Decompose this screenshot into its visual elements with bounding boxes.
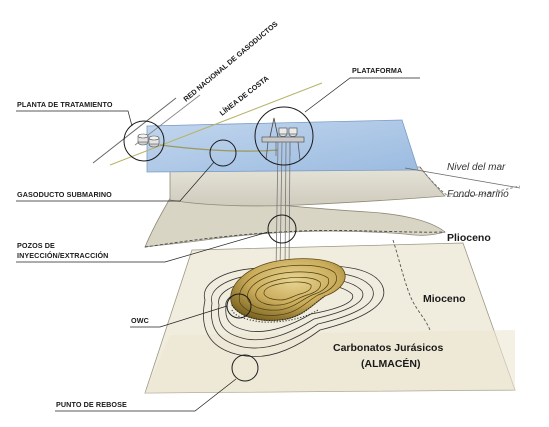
- treatment-plant: [137, 133, 160, 148]
- coastline: [109, 82, 323, 166]
- dome-contours: [238, 264, 337, 316]
- callout-circle-platform: [254, 106, 314, 166]
- dome-base-dotted: [231, 295, 326, 322]
- label-fondo-marino: Fondo marino: [447, 189, 509, 200]
- label-mioceno: Mioceno: [423, 293, 466, 305]
- label-nivel-mar: Nivel del mar: [447, 162, 506, 173]
- wells: [275, 141, 291, 273]
- callout-circle-wells: [267, 214, 297, 244]
- callout-circle-rebose: [231, 354, 259, 382]
- label-plioceno: Plioceno: [447, 232, 491, 244]
- mioceno-boundary-dashed: [392, 239, 431, 331]
- label-almacen: (ALMACÉN): [361, 357, 421, 370]
- leader-owc: [130, 305, 228, 328]
- label-carbonatos: Carbonatos Jurásicos: [333, 342, 443, 354]
- subsea-pipeline: [159, 144, 279, 152]
- label-rebose: PUNTO DE REBOSE: [56, 400, 127, 409]
- plioceno-layer: [144, 194, 446, 248]
- label-owc: OWC: [131, 316, 149, 325]
- seabed-dashed: [419, 166, 521, 197]
- leader-gasoducto: [16, 161, 215, 202]
- plioceno-bottom-dashed: [144, 229, 446, 248]
- leader-planta: [16, 110, 133, 127]
- leader-plataforma: [304, 77, 420, 113]
- label-red: RED NACIONAL DE GASODUCTOS: [182, 19, 280, 103]
- callout-circle-pipeline: [209, 139, 237, 167]
- carbonatos-shading: [145, 330, 515, 393]
- platform: [261, 117, 305, 161]
- callout-circle-plant: [123, 120, 165, 162]
- label-linea: LÍNEA DE COSTA: [218, 74, 271, 118]
- national-gas-network: [92, 97, 177, 164]
- label-gasoducto: GASODUCTO SUBMARINO: [17, 190, 112, 199]
- leader-pozos: [16, 231, 269, 263]
- label-planta: PLANTA DE TRATAMIENTO: [17, 100, 113, 109]
- horizon-line: [404, 167, 521, 189]
- seabed-layer: [169, 165, 446, 207]
- leader-rebose: [55, 378, 237, 412]
- label-plataforma: PLATAFORMA: [352, 66, 402, 75]
- label-pozos-2: INYECCIÓN/EXTRACCIÓN: [17, 251, 108, 260]
- owc-dotted-line: [231, 309, 319, 323]
- label-pozos-1: POZOS DE: [17, 241, 55, 250]
